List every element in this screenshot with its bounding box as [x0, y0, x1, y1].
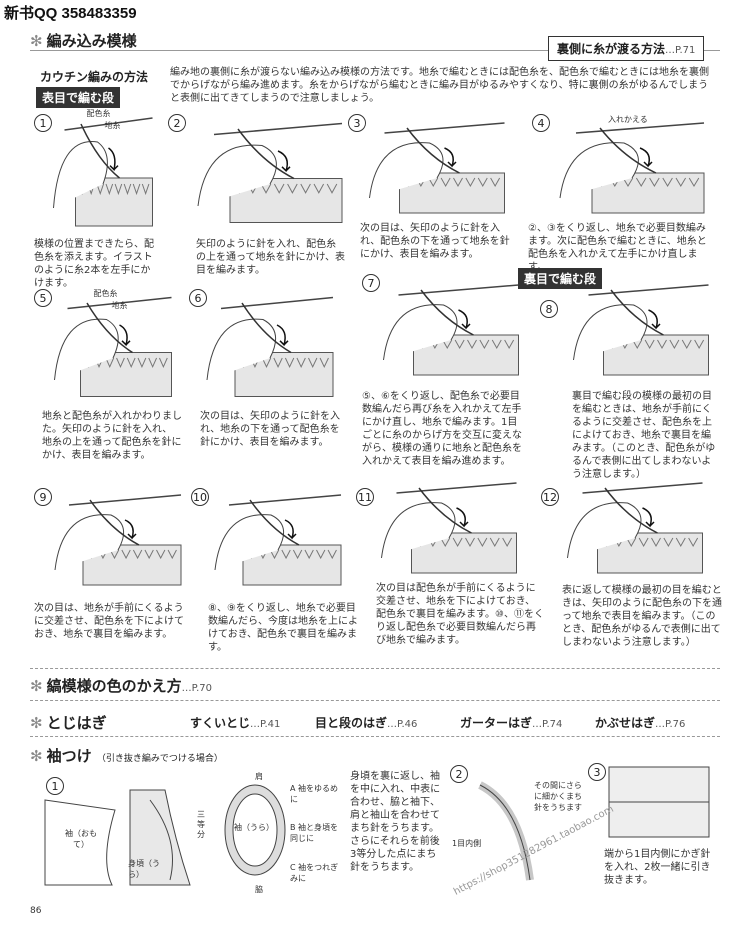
yarn-label: 入れかえる — [608, 115, 648, 124]
step-caption: 矢印のように針を入れ、配色糸の上を通って地糸を針にかけ、表目を編みます。 — [196, 239, 345, 276]
section-title-stripes: ✻縞模様の色のかえ方…P.70 — [30, 675, 212, 696]
knitting-illustration — [206, 296, 334, 397]
step-number: 8 — [540, 300, 558, 318]
step-number: 1 — [46, 777, 64, 795]
step-caption: ②、③をくり返し、地糸で必要目数編みます。次に配色糸で編むときに、地糸と配色糸を… — [528, 223, 707, 273]
oval-note-a: A 袖をゆるめに — [290, 784, 339, 804]
section-title-fair-isle: ✻編み込み模様 — [30, 30, 137, 51]
back-row-label: 裏目で編む段 — [518, 268, 603, 289]
section-ref: …P.70 — [181, 683, 212, 694]
step-number: 2 — [450, 765, 468, 783]
section-title-text: とじはぎ — [46, 714, 107, 732]
sleeve-crochet-illustration — [608, 766, 710, 838]
body-label: 身頃（うら） — [128, 859, 160, 879]
step-number: 9 — [34, 488, 52, 506]
seaming-links: すくいとじ…P.41 目と段のはぎ…P.46 ガーターはぎ…P.74 かぶせはぎ… — [190, 714, 715, 731]
sleeve-body-illustration — [129, 789, 191, 886]
yarn-label: 配色糸 — [93, 289, 118, 298]
seaming-item: かぶせはぎ…P.76 — [595, 716, 686, 730]
knitting-illustration — [369, 122, 505, 214]
step-number: 10 — [191, 488, 209, 506]
thirds-label: 三等分 — [197, 810, 205, 839]
step-number: 3 — [348, 114, 366, 132]
seaming-item: すくいとじ…P.41 — [190, 716, 281, 730]
oval-center-label: 袖（うら） — [234, 823, 274, 832]
section-title-text: 編み込み模様 — [46, 32, 137, 50]
step-caption: 地糸と配色糸が入れかわりました。矢印のように針を入れ、地糸の上を通って配色糸を針… — [42, 411, 182, 461]
knitting-illustration — [559, 122, 705, 214]
step-number: 7 — [362, 274, 380, 292]
knitting-illustration — [53, 117, 153, 227]
knitting-illustration — [54, 296, 172, 397]
yarn-label: 配色糸 — [86, 109, 111, 118]
knitting-illustration — [197, 122, 343, 223]
step-caption: 表に返して模様の最初の目を編むときは、矢印のように配色糸の下を通って地糸で表目を… — [562, 585, 722, 648]
method-title: カウチン編みの方法 — [40, 70, 149, 84]
sleeve-oval-diagram — [224, 784, 286, 876]
oval-bottom-label: 脇 — [255, 885, 263, 894]
step-number: 6 — [189, 289, 207, 307]
step-caption: 次の目は、矢印のように針を入れ、配色糸の下を通って地糸を針にかけ、表目を編みます… — [360, 223, 510, 260]
sleeve-front-illustration — [44, 799, 116, 886]
step-caption: ⑤、⑥をくり返し、配色糸で必要目数編んだら再び糸を入れかえて左手にかけ直し、地糸… — [362, 391, 522, 467]
oval-note-b: B 袖と身頃を同じに — [290, 823, 339, 843]
oval-note-c: C 袖をつれぎみに — [290, 863, 339, 883]
yarn-label: 地糸 — [104, 121, 121, 130]
step-caption: 裏目で編む段の模様の最初の目を編むときは、地糸が手前にくるように交差させ、配色糸… — [572, 391, 716, 480]
section-title-text: 袖つけ — [46, 747, 92, 765]
knitting-illustration — [214, 494, 342, 586]
knitting-illustration — [54, 494, 182, 586]
sleeve-step2-note: その間にさらに細かくまち針をうちます — [534, 781, 582, 812]
knitting-illustration — [567, 482, 703, 574]
section-divider — [30, 50, 720, 51]
knitting-illustration — [381, 482, 517, 574]
method-intro: 編み地の裏側に糸が渡らない編み込み模様の方法です。地糸で編むときには配色糸を、配… — [170, 67, 709, 104]
reference-box: 裏側に糸が渡る方法…P.71 — [548, 36, 705, 61]
step-caption: 次の目は配色糸が手前にくるように交差させ、地糸を下によけておき、配色糸で裏目を編… — [376, 583, 544, 646]
section-rule — [30, 736, 720, 737]
step-number: 12 — [541, 488, 559, 506]
asterisk-icon: ✻ — [30, 747, 43, 765]
asterisk-icon: ✻ — [30, 32, 43, 50]
reference-label: 裏側に糸が渡る方法 — [557, 42, 666, 56]
sleeve-step1-caption: 身頃を裏に返し、袖を中に入れ、中表に合わせ、脇と袖下、肩と袖山を合わせてまち針を… — [350, 771, 441, 873]
step-number: 3 — [588, 763, 606, 781]
step-number: 1 — [34, 114, 52, 132]
asterisk-icon: ✻ — [30, 677, 43, 695]
section-title-text: 縞模様の色のかえ方 — [46, 677, 182, 695]
seaming-item: 目と段のはぎ…P.46 — [315, 716, 418, 730]
watermark-text: 新书QQ 358483359 — [4, 5, 137, 22]
reference-page: …P.71 — [665, 45, 696, 56]
section-title-sleeve: ✻袖つけ （引き抜き編みでつける場合） — [30, 745, 223, 766]
step-number: 4 — [532, 114, 550, 132]
oval-top-label: 肩 — [255, 772, 263, 781]
step-caption: ⑧、⑨をくり返し、地糸で必要目数編んだら、今度は地糸を上によけておき、配色糸で裏… — [208, 603, 358, 653]
step-caption: 次の目は、地糸が手前にくるように交差させ、配色糸を下によけておき、地糸で裏目を編… — [34, 603, 184, 640]
step-caption: 次の目は、矢印のように針を入れ、地糸の下を通って配色糸を針にかけ、表目を編みます… — [200, 411, 340, 448]
knitting-illustration — [383, 284, 519, 376]
inner-stitch-label: 1目内側 — [452, 839, 482, 848]
section-rule — [30, 668, 720, 669]
asterisk-icon: ✻ — [30, 714, 43, 732]
step-number: 2 — [168, 114, 186, 132]
sleeve-front-label: 袖（おもて） — [65, 829, 97, 849]
section-note: （引き抜き編みでつける場合） — [96, 754, 223, 764]
sleeve-step3-caption: 端から1目内側にかぎ針を入れ、2枚一緒に引き抜きます。 — [604, 849, 711, 886]
page-number: 86 — [30, 906, 42, 916]
sleeve-pinning-illustration — [478, 781, 534, 881]
step-number: 11 — [356, 488, 374, 506]
section-rule — [30, 700, 720, 701]
step-number: 5 — [34, 289, 52, 307]
knitting-illustration — [573, 284, 709, 376]
seaming-item: ガーターはぎ…P.74 — [460, 716, 563, 730]
front-row-label: 表目で編む段 — [36, 87, 121, 108]
section-title-seaming: ✻とじはぎ — [30, 712, 107, 733]
step-caption: 模様の位置まできたら、配色糸を添えます。イラストのように糸2本を左手にかけます。 — [34, 239, 154, 289]
yarn-label: 地糸 — [111, 301, 128, 310]
